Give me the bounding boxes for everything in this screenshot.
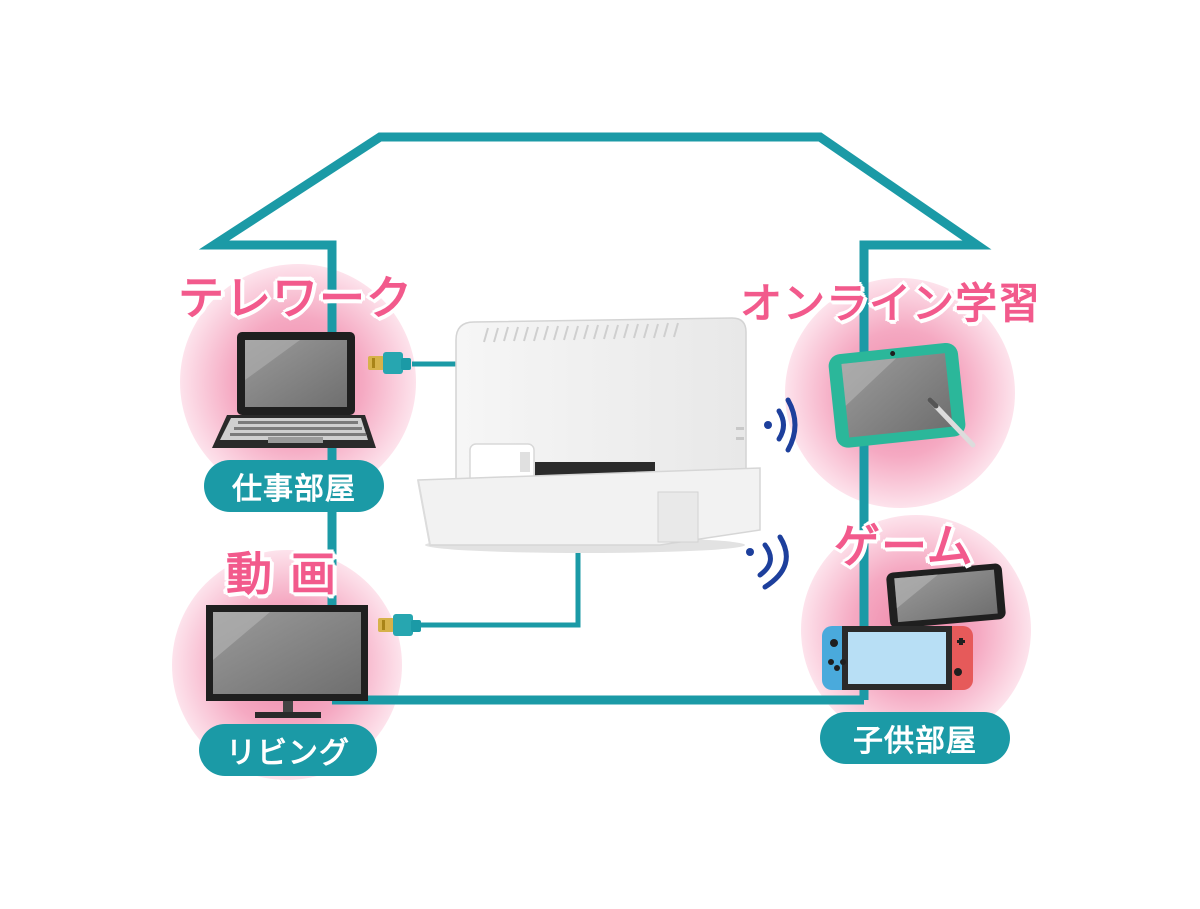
game-console-icon xyxy=(822,626,973,690)
wifi-signal-icon xyxy=(764,397,798,453)
lan-cable-lines xyxy=(412,361,581,628)
lan-cable-icon xyxy=(378,614,421,636)
activity-label-telework: テレワーク xyxy=(178,271,413,325)
activity-label-game: ゲーム xyxy=(834,519,974,573)
smartphone-icon xyxy=(886,563,1006,629)
tablet-icon xyxy=(828,342,976,448)
house-outline xyxy=(198,132,992,705)
tv-icon xyxy=(206,605,368,718)
router-device xyxy=(417,317,761,553)
laptop-icon xyxy=(212,332,376,448)
room-label-work: 仕事部屋 xyxy=(204,460,384,512)
room-label-kids: 子供部屋 xyxy=(820,712,1010,764)
lan-cable-icon xyxy=(368,352,411,374)
room-label-living: リビング xyxy=(199,724,377,776)
wifi-signal-icon xyxy=(746,534,789,590)
activity-label-online-learning: オンライン学習 xyxy=(740,279,1042,328)
activity-label-video: 動 画 xyxy=(226,547,338,601)
